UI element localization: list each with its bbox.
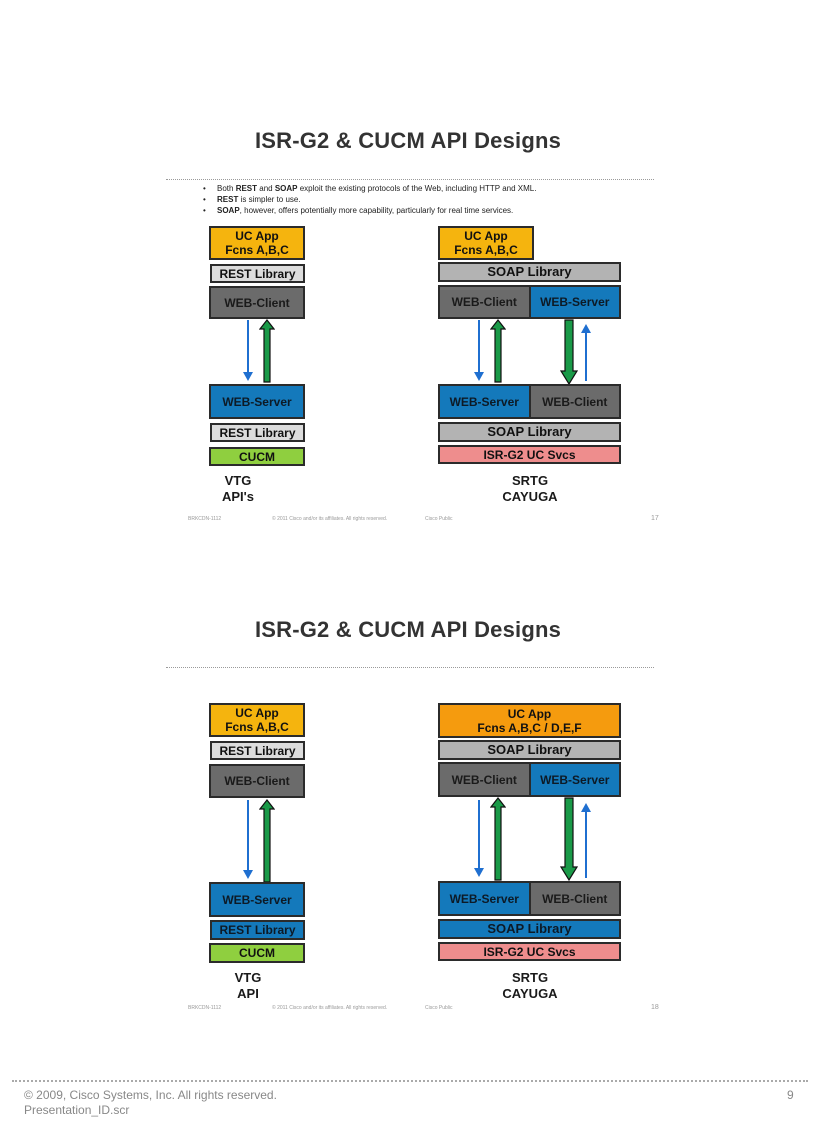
response-arrow-up-icon bbox=[490, 319, 506, 383]
web-client-box: WEB-Client bbox=[209, 764, 305, 798]
session-id: BRKCDN-1112 bbox=[188, 516, 222, 522]
client-server-row: WEB-Client WEB-Server bbox=[438, 762, 621, 797]
soap-library-box: SOAP Library bbox=[438, 919, 621, 939]
web-server-box: WEB-Server bbox=[528, 764, 619, 795]
soap-library-box: SOAP Library bbox=[438, 262, 621, 282]
request-arrow-down-icon bbox=[474, 320, 484, 381]
classification: Cisco Public bbox=[425, 1005, 453, 1011]
soap-library-box: SOAP Library bbox=[438, 422, 621, 442]
request-arrow-down-icon bbox=[560, 319, 578, 385]
rest-library-box: REST Library bbox=[210, 423, 305, 442]
response-arrow-up-icon bbox=[259, 319, 275, 383]
rest-library-box: REST Library bbox=[210, 264, 305, 283]
page-footer: © 2009, Cisco Systems, Inc. All rights r… bbox=[24, 1088, 277, 1118]
bullet-list: Both REST and SOAP exploit the existing … bbox=[203, 183, 536, 216]
request-arrow-down-icon bbox=[243, 800, 253, 879]
slide-number: 17 bbox=[651, 515, 659, 522]
web-server-box: WEB-Server bbox=[440, 386, 529, 417]
page-number: 9 bbox=[787, 1088, 794, 1102]
slide-title: ISR-G2 & CUCM API Designs bbox=[254, 128, 562, 153]
web-client-box: WEB-Client bbox=[440, 764, 529, 795]
slide-17: ISR-G2 & CUCM API Designs Both REST and … bbox=[160, 0, 659, 540]
slide-footer: BRKCDN-1112 © 2011 Cisco and/or its affi… bbox=[160, 515, 659, 526]
web-server-box: WEB-Server bbox=[440, 883, 529, 914]
page-filename: Presentation_ID.scr bbox=[24, 1103, 130, 1117]
server-client-row: WEB-Server WEB-Client bbox=[438, 881, 621, 916]
client-server-row: WEB-Client WEB-Server bbox=[438, 285, 621, 319]
response-arrow-up-icon bbox=[581, 324, 591, 381]
request-arrow-down-icon bbox=[243, 320, 253, 381]
page-footer-divider bbox=[12, 1080, 808, 1082]
request-arrow-down-icon bbox=[560, 797, 578, 881]
response-arrow-up-icon bbox=[581, 803, 591, 878]
web-client-box: WEB-Client bbox=[440, 287, 529, 317]
slide-number: 18 bbox=[651, 1004, 659, 1011]
server-client-row: WEB-Server WEB-Client bbox=[438, 384, 621, 419]
web-server-box: WEB-Server bbox=[528, 287, 619, 317]
web-client-box: WEB-Client bbox=[528, 386, 619, 417]
bullet-item: SOAP, however, offers potentially more c… bbox=[203, 205, 536, 216]
rest-library-box: REST Library bbox=[210, 741, 305, 760]
slide-footer: BRKCDN-1112 © 2011 Cisco and/or its affi… bbox=[160, 1004, 659, 1015]
title-divider bbox=[166, 667, 654, 668]
response-arrow-up-icon bbox=[259, 799, 275, 883]
web-server-box: WEB-Server bbox=[209, 882, 305, 917]
slide-copyright: © 2011 Cisco and/or its affiliates. All … bbox=[272, 516, 388, 522]
cucm-box: CUCM bbox=[209, 447, 305, 466]
slide-title: ISR-G2 & CUCM API Designs bbox=[254, 617, 562, 642]
soap-library-box: SOAP Library bbox=[438, 740, 621, 760]
bullet-item: REST is simpler to use. bbox=[203, 194, 536, 205]
response-arrow-up-icon bbox=[490, 797, 506, 881]
classification: Cisco Public bbox=[425, 516, 453, 522]
web-client-box: WEB-Client bbox=[528, 883, 619, 914]
web-client-box: WEB-Client bbox=[209, 286, 305, 319]
request-arrow-down-icon bbox=[474, 800, 484, 877]
title-divider bbox=[166, 179, 654, 180]
cucm-box: CUCM bbox=[209, 943, 305, 963]
session-id: BRKCDN-1112 bbox=[188, 1005, 222, 1011]
slide-copyright: © 2011 Cisco and/or its affiliates. All … bbox=[272, 1005, 388, 1011]
rest-library-box: REST Library bbox=[210, 920, 305, 940]
page-copyright: © 2009, Cisco Systems, Inc. All rights r… bbox=[24, 1088, 277, 1102]
bullet-item: Both REST and SOAP exploit the existing … bbox=[203, 183, 536, 194]
web-server-box: WEB-Server bbox=[209, 384, 305, 419]
isr-g2-uc-svcs-box: ISR-G2 UC Svcs bbox=[438, 445, 621, 464]
isr-g2-uc-svcs-box: ISR-G2 UC Svcs bbox=[438, 942, 621, 961]
